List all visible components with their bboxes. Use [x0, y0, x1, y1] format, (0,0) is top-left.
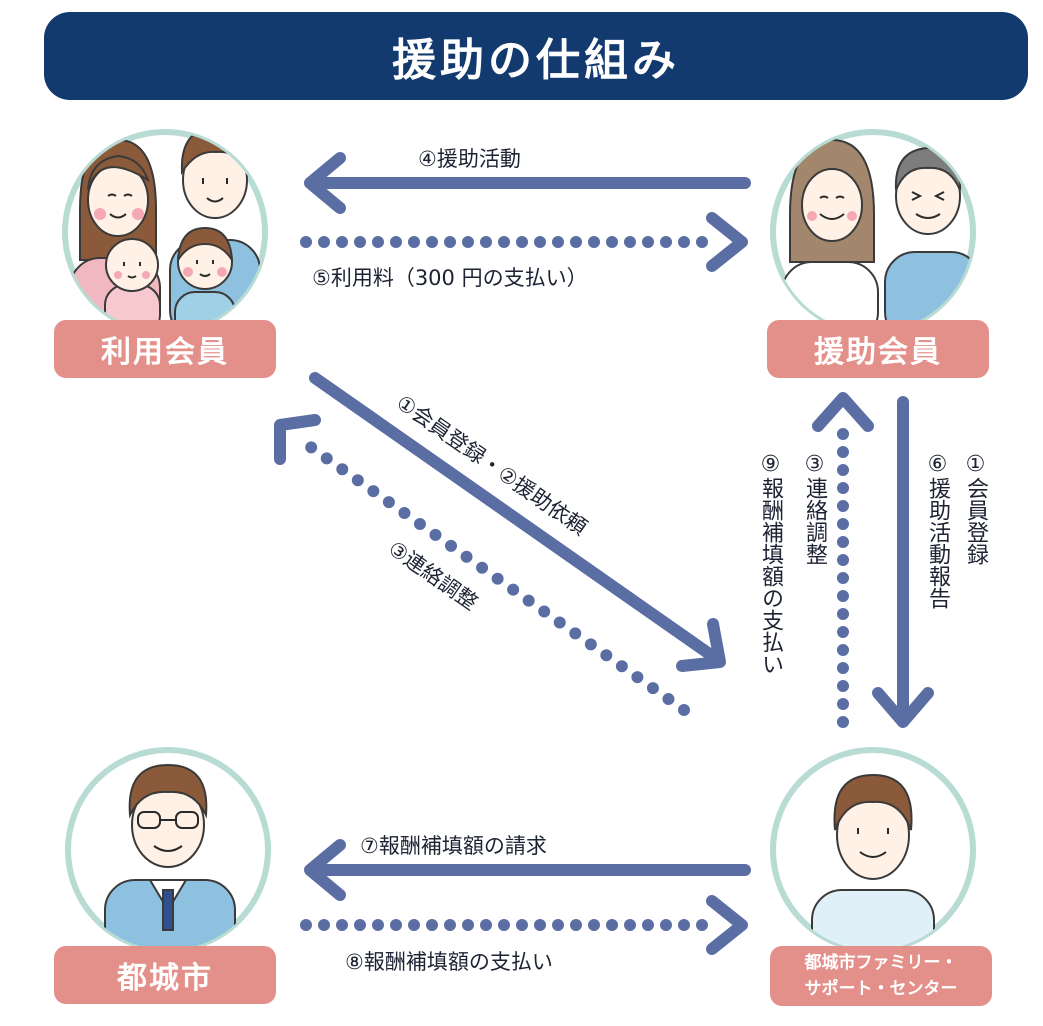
flow-label-registration-support: ①会員登録	[963, 452, 988, 565]
flow-label-subsidy-request: ⑦報酬補填額の請求	[360, 834, 547, 858]
arrow-assistance-activity	[304, 152, 751, 214]
flow-label-activity-report: ⑥援助活動報告	[925, 452, 950, 609]
flow-label-subsidy-payment: ⑧報酬補填額の支払い	[345, 950, 553, 974]
page-title: 援助の仕組み	[44, 12, 1028, 100]
support-member-badge: 援助会員	[767, 320, 989, 378]
arrow-usage-fee	[300, 212, 748, 272]
arrow-subsidy-request	[304, 839, 751, 901]
flow-label-assistance-activity: ④援助活動	[418, 147, 521, 171]
flow-label-coordination-support: ③連絡調整	[802, 452, 827, 565]
city-officer-illustration	[65, 747, 271, 953]
flow-label-usage-fee: ⑤利用料（300 円の支払い）	[312, 266, 588, 290]
center-badge: 都城市ファミリー・ サポート・センター	[770, 946, 992, 1006]
user-member-badge: 利用会員	[54, 320, 276, 378]
arrow-coordination-user	[274, 414, 690, 716]
arrow-registration-request	[309, 372, 726, 672]
seniors-illustration	[770, 129, 976, 335]
flow-label-subsidy-paid-to-support: ⑨報酬補填額の支払い	[758, 452, 783, 675]
arrow-report	[872, 396, 934, 728]
center-name-line2: サポート・センター	[804, 979, 958, 999]
center-name-line1: 都城市ファミリー・	[804, 953, 958, 973]
city-badge: 都城市	[54, 946, 276, 1004]
family-illustration	[62, 129, 268, 335]
center-staff-illustration	[770, 747, 976, 953]
arrow-coordination-payment	[812, 392, 874, 728]
arrow-subsidy-payment	[300, 895, 748, 955]
